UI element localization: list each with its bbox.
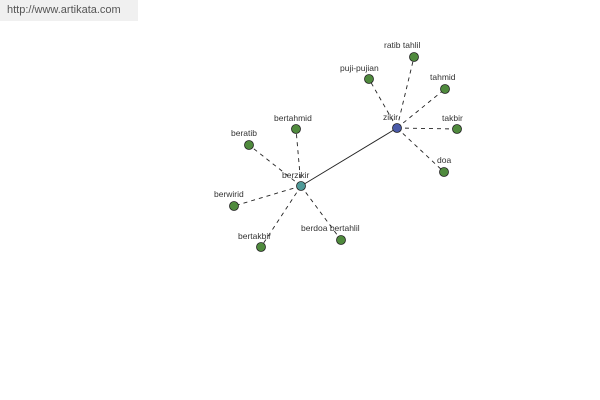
edge-zikir-doa	[396, 127, 445, 173]
node-label-berzikir[interactable]: berzikir	[282, 170, 310, 180]
edge-berzikir-beratib	[248, 144, 302, 187]
node-label-doa[interactable]: doa	[437, 155, 451, 165]
node-label-bertakbir[interactable]: bertakbir	[238, 231, 271, 241]
node-doa[interactable]	[439, 167, 449, 177]
node-label-berwirid[interactable]: berwirid	[214, 189, 244, 199]
node-bertakbir[interactable]	[256, 242, 266, 252]
node-label-takbir[interactable]: takbir	[442, 113, 463, 123]
node-berdoa-bertahlil[interactable]	[336, 235, 346, 245]
edge-berzikir-berdoa-bertahlil	[300, 185, 342, 241]
node-bertahmid[interactable]	[291, 124, 301, 134]
edge-zikir-ratib-tahlil	[396, 56, 415, 129]
node-puji-pujian[interactable]	[364, 74, 374, 84]
node-label-ratib-tahlil[interactable]: ratib tahlil	[384, 40, 420, 50]
edge-berzikir-bertahmid	[295, 128, 302, 187]
node-berwirid[interactable]	[229, 201, 239, 211]
edge-berzikir-berwirid	[233, 185, 302, 207]
node-ratib-tahlil[interactable]	[409, 52, 419, 62]
node-takbir[interactable]	[452, 124, 462, 134]
source-url-link[interactable]: http://www.artikata.com	[7, 4, 121, 16]
edge-zikir-takbir	[396, 127, 458, 130]
edge-zikir-puji-pujian	[368, 78, 398, 129]
node-label-beratib[interactable]: beratib	[231, 128, 257, 138]
node-beratib[interactable]	[244, 140, 254, 150]
node-zikir[interactable]	[392, 123, 402, 133]
node-label-berdoa-bertahlil[interactable]: berdoa bertahlil	[301, 223, 360, 233]
edges-layer	[233, 56, 458, 248]
node-label-bertahmid[interactable]: bertahmid	[274, 113, 312, 123]
node-tahmid[interactable]	[440, 84, 450, 94]
node-berzikir[interactable]	[296, 181, 306, 191]
node-label-zikir[interactable]: zikir	[383, 112, 398, 122]
labels-layer: zikir berzikir ratib tahlil puji-pujian tahm…	[214, 40, 463, 241]
edge-zikir-tahmid	[396, 88, 446, 129]
node-label-tahmid[interactable]: tahmid	[430, 72, 456, 82]
node-label-puji-pujian[interactable]: puji-pujian	[340, 63, 379, 73]
source-url-bar: http://www.artikata.com	[0, 0, 138, 21]
nodes-layer	[229, 52, 462, 252]
edge-zikir-berzikir	[300, 127, 398, 187]
